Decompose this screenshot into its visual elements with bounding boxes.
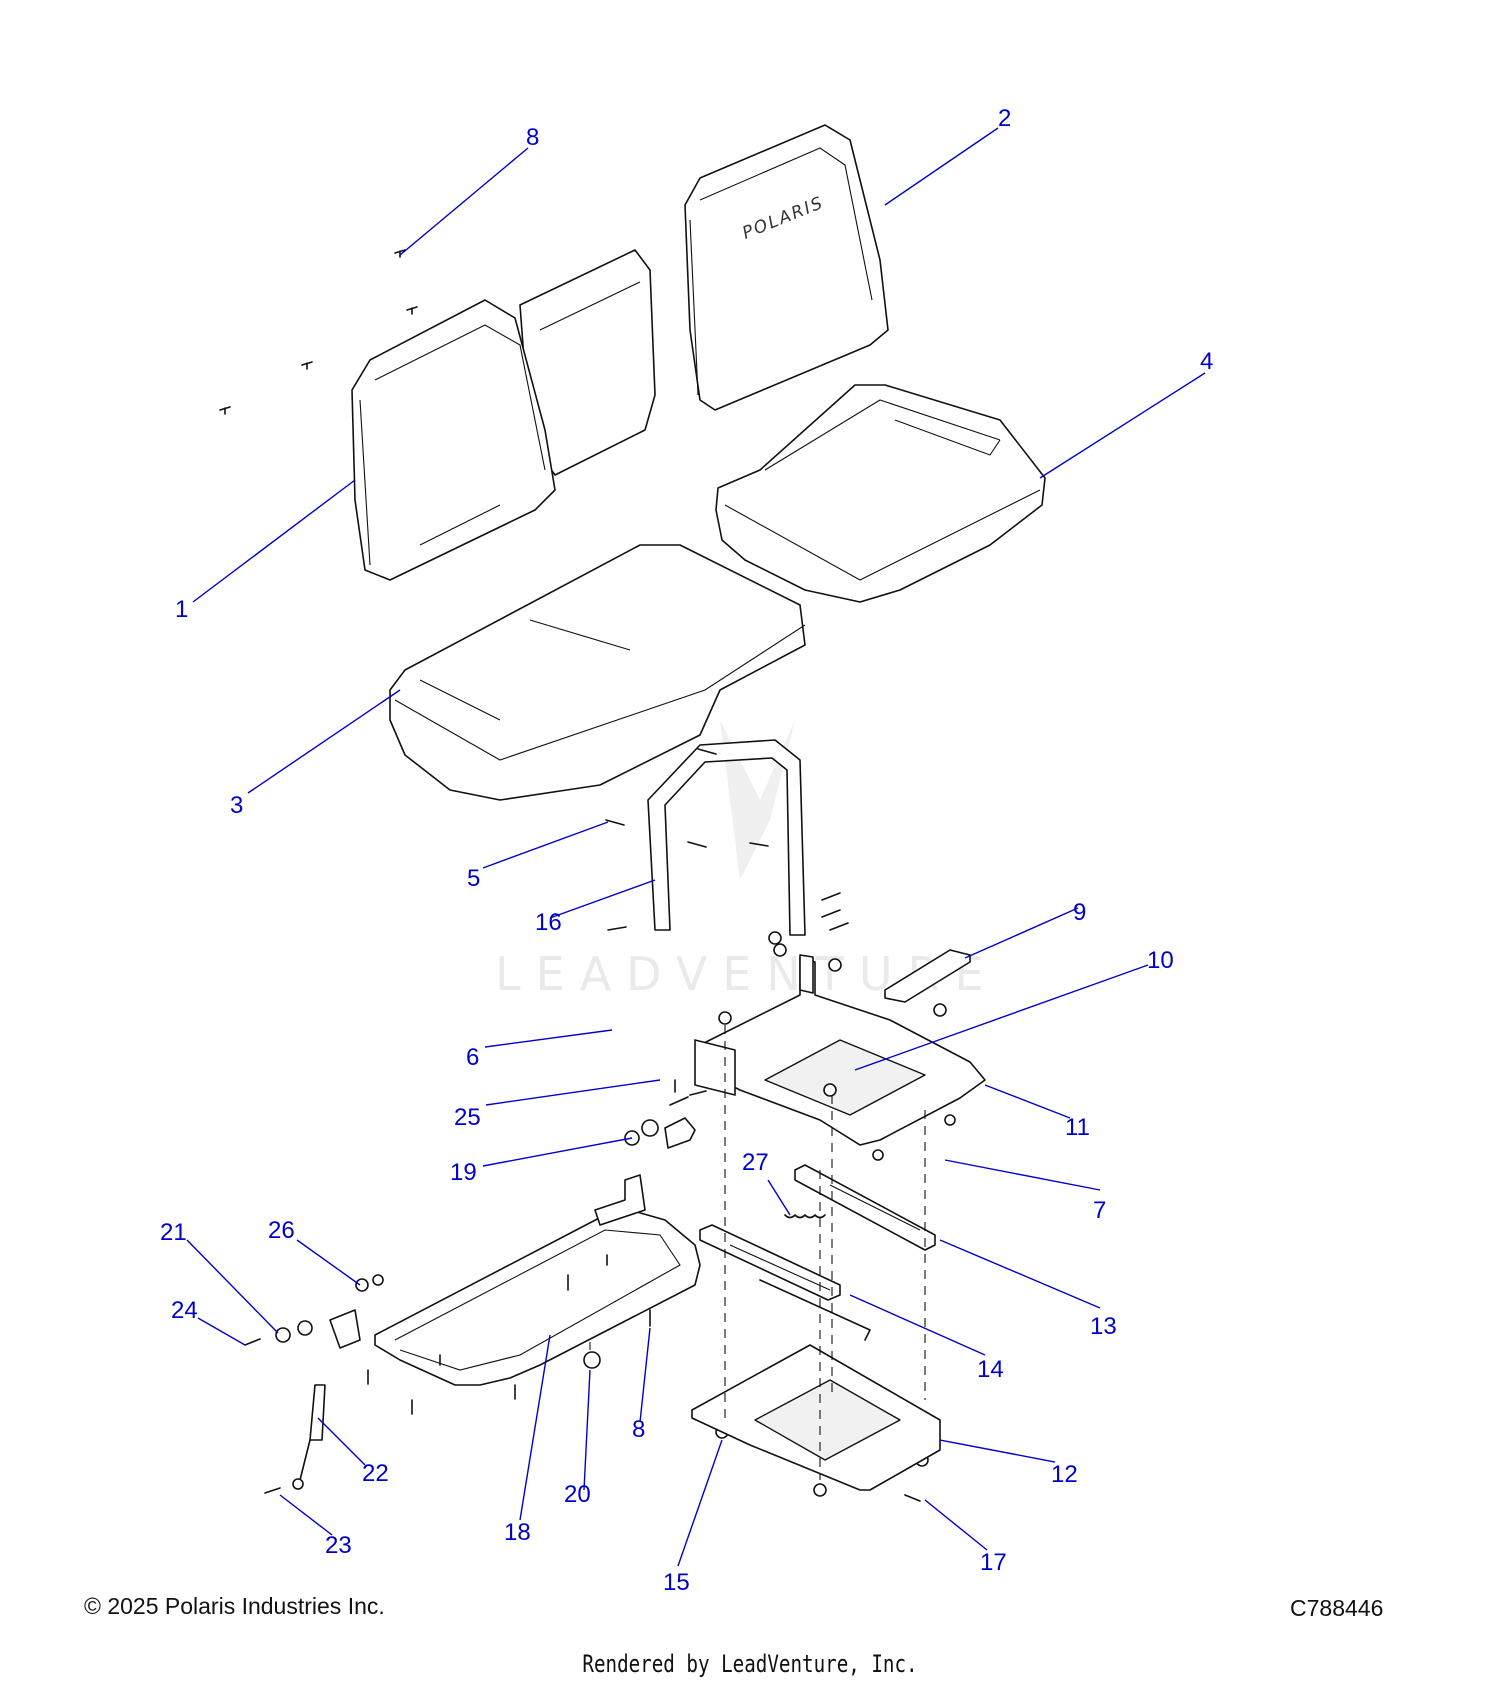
part-9-bracket[interactable] xyxy=(884,949,971,1003)
callout-5[interactable]: 5 xyxy=(467,865,480,892)
part-4-seat-bottom-right[interactable] xyxy=(715,384,1046,603)
callout-12[interactable]: 12 xyxy=(1051,1461,1078,1488)
callout-labels: 1 2 3 4 5 6 7 8 8 9 10 11 12 13 14 15 16… xyxy=(160,105,1213,1596)
callout-27[interactable]: 27 xyxy=(742,1149,769,1176)
callout-8[interactable]: 8 xyxy=(526,124,539,151)
part-13-rail[interactable] xyxy=(794,1164,936,1251)
part-3-seat-bottom-bench[interactable] xyxy=(389,544,806,801)
part-12-lower-plate[interactable] xyxy=(691,1344,941,1491)
part-17-bolt[interactable] xyxy=(904,1494,921,1502)
callout-2[interactable]: 2 xyxy=(998,105,1011,132)
copyright-text: © 2025 Polaris Industries Inc. xyxy=(84,1593,385,1619)
callout-14[interactable]: 14 xyxy=(977,1356,1004,1383)
part-16-back-frame[interactable] xyxy=(647,739,806,936)
diagram-id: C788446 xyxy=(1290,1595,1384,1621)
callout-17[interactable]: 17 xyxy=(980,1549,1007,1576)
callout-3[interactable]: 3 xyxy=(230,792,243,819)
callout-22[interactable]: 22 xyxy=(362,1460,389,1487)
callout-4[interactable]: 4 xyxy=(1200,348,1213,375)
alignment-lines xyxy=(589,1025,926,1480)
callout-23[interactable]: 23 xyxy=(325,1532,352,1559)
part-22-gas-strut[interactable] xyxy=(292,1384,326,1490)
callout-7[interactable]: 7 xyxy=(1093,1197,1106,1224)
part-19-25-hinge[interactable] xyxy=(624,1079,707,1149)
part-2-seat-back-right[interactable]: POLARIS xyxy=(684,124,889,411)
part-27-spring[interactable] xyxy=(784,1214,826,1219)
callout-18[interactable]: 18 xyxy=(504,1519,531,1546)
part-10-11-seat-base[interactable] xyxy=(694,954,986,1146)
leader-lines xyxy=(186,127,1206,1567)
callout-25[interactable]: 25 xyxy=(454,1104,481,1131)
part-21-24-26-hardware[interactable] xyxy=(244,1274,384,1346)
callout-10[interactable]: 10 xyxy=(1147,947,1174,974)
part-20-nut[interactable] xyxy=(583,1351,601,1369)
part-14-rail[interactable] xyxy=(699,1224,871,1341)
part-23-bolt[interactable] xyxy=(264,1487,281,1494)
callout-16[interactable]: 16 xyxy=(535,909,562,936)
part-1-seat-back-left[interactable] xyxy=(351,249,656,581)
part-8-clips-top[interactable] xyxy=(219,249,418,415)
callout-15[interactable]: 15 xyxy=(663,1569,690,1596)
callout-26[interactable]: 26 xyxy=(268,1217,295,1244)
callout-9[interactable]: 9 xyxy=(1073,899,1086,926)
callout-6[interactable]: 6 xyxy=(466,1044,479,1071)
callout-20[interactable]: 20 xyxy=(564,1481,591,1508)
rendered-by-text: Rendered by LeadVenture, Inc. xyxy=(582,1650,918,1678)
callout-11[interactable]: 11 xyxy=(1065,1114,1090,1141)
part-8-studs-lower[interactable] xyxy=(367,1254,651,1415)
callout-13[interactable]: 13 xyxy=(1090,1313,1117,1340)
callout-21[interactable]: 21 xyxy=(160,1219,187,1246)
callout-19[interactable]: 19 xyxy=(450,1159,477,1186)
callout-1[interactable]: 1 xyxy=(175,596,188,623)
part-18-lower-frame[interactable] xyxy=(329,1174,701,1386)
part-5-bolts[interactable] xyxy=(605,748,849,957)
callout-8-lower[interactable]: 8 xyxy=(632,1416,645,1443)
callout-24[interactable]: 24 xyxy=(171,1297,198,1324)
